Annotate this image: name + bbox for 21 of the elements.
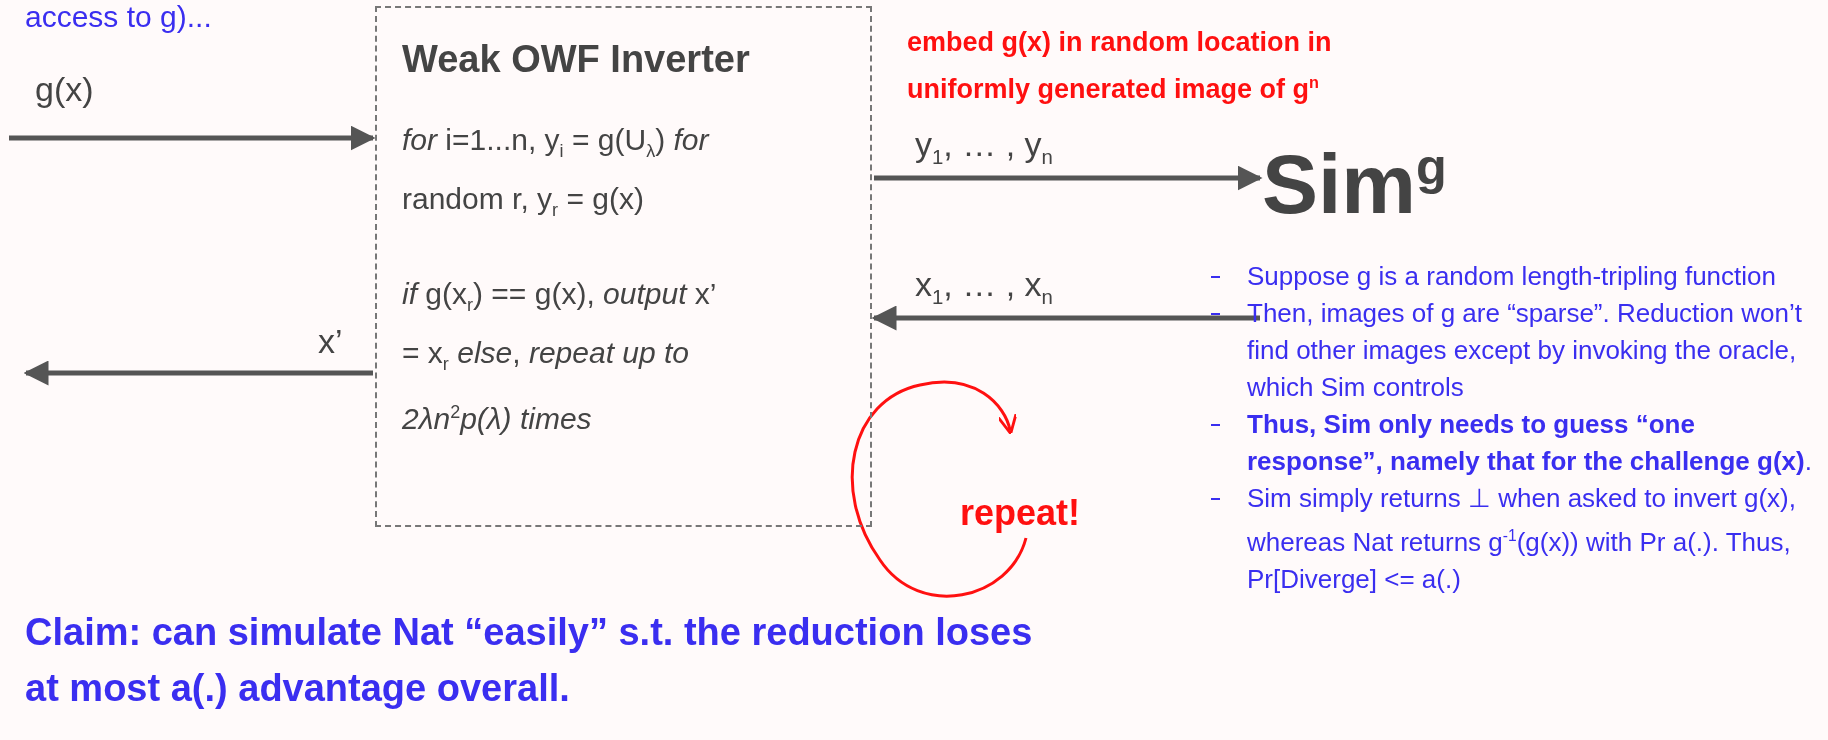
arrow [9,125,376,151]
edge-label: x$_{1}$, … , x$_{n}$ [915,265,1053,309]
bullet-text: Thus, Sim only needs to guess “one response”, namely that for the challenge g(x). [1247,409,1812,476]
claim-text: Claim: can simulate Nat “easily” s.t. the reduction loses at most a(.) advantage overall. [25,610,1034,711]
box-title: Weak OWF Inverter [402,38,750,81]
arrow [871,305,1260,331]
arrow [23,360,373,386]
node-label: Sim$^{g}$ [1262,138,1447,231]
bullet-text: Then, images of g are “sparse”. Reduction won’t find other images except by invoking the oracle, which Sim controls [1247,298,1802,402]
edge-label: g(x) [35,70,94,109]
note-text: repeat! [960,492,1081,534]
pseudocode-text: for i=1...n, y$_{i}$ = g(U$_{λ}$) for random r, y$_{r}$ = g(x) [402,122,711,222]
edge-label: x’ [318,322,343,361]
bullet-text: Sim simply returns ⊥ when asked to invert g(x), whereas Nat returns g$^{-1}$(g(x)) with Pr a(.). Thus, Pr[Diverge] <= a(.) [1247,483,1796,594]
edge-label: y$_{1}$, … , y$_{n}$ [915,125,1053,169]
arrow [874,165,1263,191]
dashed-box [375,6,872,527]
pseudocode-text: if g(x$_{r}$) == g(x), output x’ = x$_{r}$ else, repeat up to 2λn$^{2}$p(λ) times [402,276,717,437]
note-text: embed g(x) in random location in uniformly generated image of g$^{n}$ [907,26,1333,106]
note-text: access to g)... [25,0,212,34]
bullet-text: Suppose g is a random length-tripling function [1247,261,1776,291]
